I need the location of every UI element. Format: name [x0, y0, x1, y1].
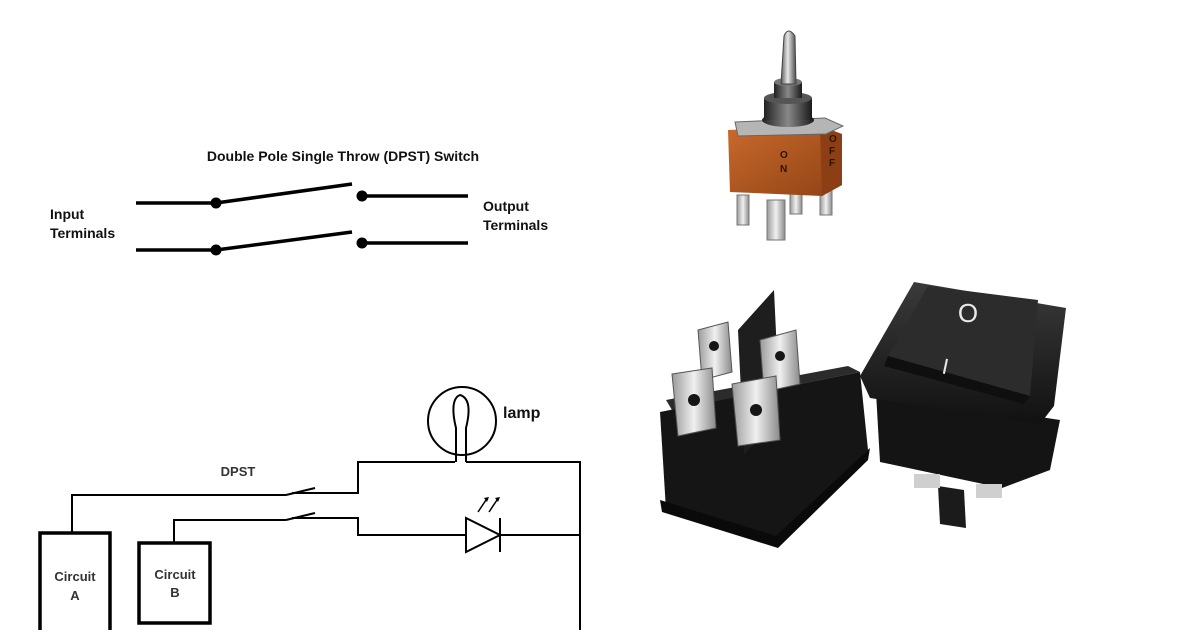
marking-on-o: O — [780, 150, 788, 161]
led-ray — [488, 499, 498, 513]
led-ray — [477, 499, 487, 513]
wire-circuit-b — [173, 519, 286, 543]
toggle-bushing — [774, 82, 802, 98]
toggle-markings: O N O F F — [780, 134, 837, 175]
wire-circuit-a — [71, 494, 286, 533]
rocker-front-lug — [914, 474, 940, 488]
toggle-switch: O N O F F — [728, 30, 845, 241]
dpst-blade-lower — [285, 512, 316, 521]
rocker-switch-front: O I — [860, 282, 1066, 528]
lamp-bulb — [427, 386, 497, 456]
switch-pole-upper — [136, 182, 468, 205]
rocker-paddle-edge — [884, 356, 1030, 404]
rocker-front-lug — [976, 484, 1002, 498]
rocker-terminal — [697, 321, 733, 381]
toggle-lever — [780, 30, 797, 85]
input-label-line2: Terminals — [50, 225, 115, 241]
circuit-b-box — [137, 541, 212, 625]
toggle-nut-body — [764, 98, 812, 120]
terminal-hole — [709, 341, 719, 351]
toggle-body-side — [820, 126, 842, 196]
terminal-hole — [775, 351, 785, 361]
output-label-line1: Output — [483, 198, 529, 214]
output-label-line2: Terminals — [483, 217, 548, 233]
contact-dot — [210, 197, 222, 209]
wire-to-led — [292, 517, 466, 536]
marking-off-f1: F — [829, 146, 835, 157]
blade-lower — [215, 230, 353, 252]
circuit-a-box — [38, 531, 112, 635]
circuit-b-label-line2: B — [170, 585, 179, 600]
rocker-back-flange — [660, 448, 870, 548]
circuit-b-label-line1: Circuit — [154, 567, 196, 582]
input-label-line1: Input — [50, 206, 85, 222]
lamp-label: lamp — [503, 405, 541, 422]
rocker-paddle — [888, 286, 1038, 396]
contact-dot — [356, 190, 368, 202]
terminal-hole — [750, 404, 762, 416]
schematic-title: Double Pole Single Throw (DPST) Switch — [207, 148, 479, 164]
dpst-schematic: Double Pole Single Throw (DPST) Switch I… — [50, 148, 548, 256]
contact-dot — [356, 237, 368, 249]
rocker-on-symbol: I — [940, 354, 951, 380]
circuit-a-label-line2: A — [70, 588, 80, 603]
switch-contacts — [210, 190, 368, 256]
dpst-blade-upper — [285, 487, 316, 496]
circuit-diagram — [38, 386, 581, 635]
circuit-labels: DPST lamp Circuit A Circuit B — [54, 405, 540, 603]
toggle-pin — [789, 191, 803, 215]
toggle-pin — [766, 199, 786, 241]
circuit-a-label-line1: Circuit — [54, 569, 96, 584]
marking-off-o: O — [829, 134, 837, 145]
marking-off-f2: F — [829, 158, 835, 169]
terminal-hole — [688, 394, 700, 406]
marking-on-n: N — [780, 164, 787, 175]
rocker-terminal-holes — [688, 341, 785, 416]
wire-lamp-return — [466, 461, 581, 630]
rocker-off-symbol: O — [958, 298, 978, 328]
toggle-body — [728, 126, 842, 196]
toggle-pin — [736, 194, 750, 226]
wire-to-lamp — [292, 461, 455, 494]
rocker-front-pin — [938, 486, 966, 528]
led-ray-arrow — [484, 497, 489, 502]
led-ray-arrow — [495, 497, 500, 502]
lamp-filament — [452, 393, 470, 462]
dpst-label: DPST — [221, 464, 256, 479]
switch-pole-lower — [136, 230, 468, 252]
rocker-switch-back — [660, 290, 870, 548]
led-diode-symbol — [465, 516, 503, 554]
contact-dot — [210, 244, 222, 256]
blade-upper — [215, 182, 353, 205]
